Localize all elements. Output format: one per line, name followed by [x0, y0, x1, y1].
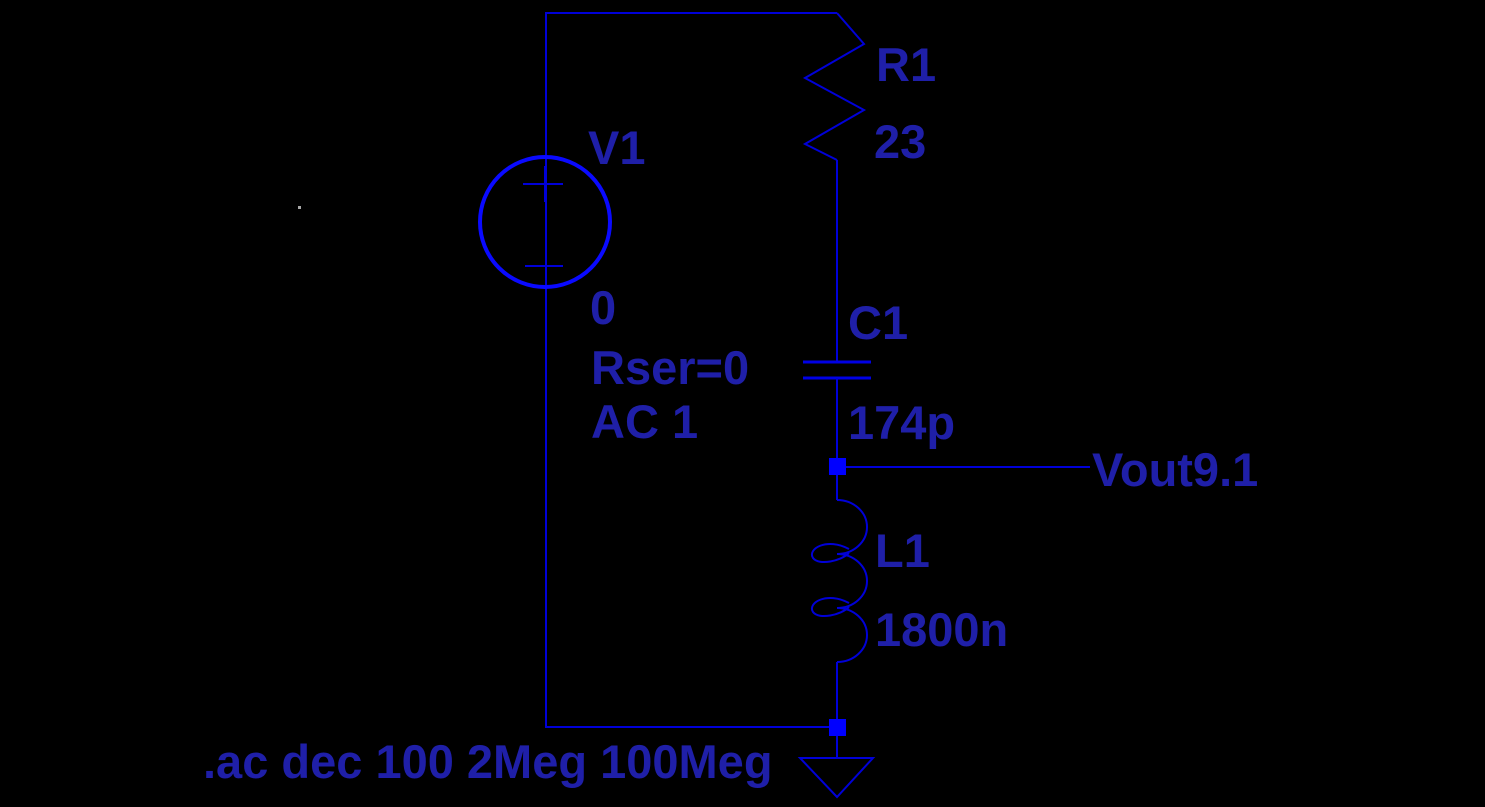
origin-dot — [298, 206, 301, 209]
label-v1-designator[interactable]: V1 — [588, 121, 646, 174]
junction-ground — [829, 719, 846, 736]
ground-triangle — [797, 757, 876, 799]
inductor-loop-2 — [810, 597, 850, 618]
net-label-vout[interactable]: Vout9.1 — [1092, 443, 1259, 496]
resistor-r1-symbol[interactable] — [802, 12, 867, 161]
inductor-loop-1 — [810, 543, 850, 564]
label-l1-value[interactable]: 1800n — [875, 603, 1009, 656]
label-r1-value[interactable]: 23 — [874, 115, 927, 168]
label-l1-designator[interactable]: L1 — [875, 524, 930, 577]
voltage-source-circle[interactable] — [478, 155, 612, 289]
inductor-l1-symbol[interactable] — [810, 475, 868, 719]
label-c1-value[interactable]: 174p — [848, 396, 956, 449]
ground-icon[interactable] — [797, 736, 876, 799]
wire-main-loop[interactable] — [545, 12, 837, 728]
inductor-coil-arcs — [836, 499, 868, 663]
label-v1-value[interactable]: 0 — [590, 281, 617, 334]
label-r1-designator[interactable]: R1 — [876, 38, 937, 91]
junction-vout — [829, 458, 846, 475]
label-v1-rser[interactable]: Rser=0 — [591, 341, 750, 394]
label-v1-ac[interactable]: AC 1 — [591, 395, 699, 448]
capacitor-c1-symbol[interactable] — [803, 360, 871, 380]
spice-directive-ac[interactable]: .ac dec 100 2Meg 100Meg — [203, 735, 773, 788]
label-c1-designator[interactable]: C1 — [848, 296, 909, 349]
voltage-source-v1-symbol[interactable] — [478, 155, 612, 289]
